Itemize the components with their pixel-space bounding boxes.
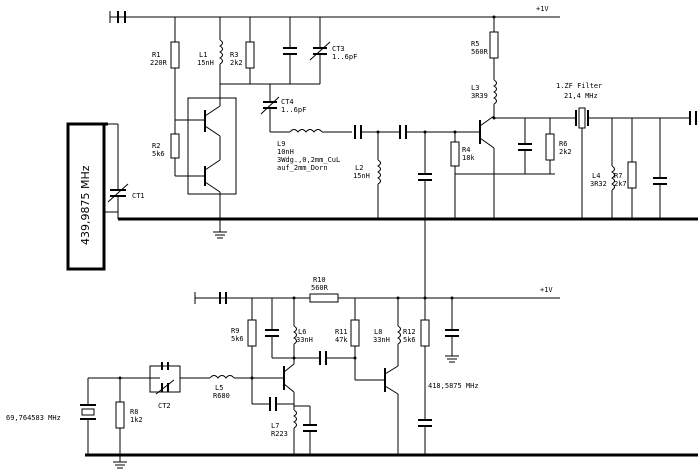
l8-value: 33nH <box>373 336 390 344</box>
mixer-transistor <box>479 115 495 219</box>
l1-ref: L1 <box>199 51 207 59</box>
r5-resistor: R5 560R <box>471 15 499 80</box>
r1-ref: R1 <box>152 51 160 59</box>
r8-resistor: R8 1k2 <box>115 376 143 455</box>
l6-value: 33nH <box>296 336 313 344</box>
r12-resistor: R12 5k6 418,5875 MHz <box>403 296 479 420</box>
ct4-ref: CT4 <box>281 98 294 106</box>
top-supply-label: +1V <box>536 5 549 13</box>
ct4-value: 1..6pF <box>281 106 306 114</box>
r2-value: 5k6 <box>152 150 165 158</box>
r11-resistor: R11 47k <box>335 298 385 381</box>
l9-inductor: L9 10nH 3Wdg.,0,2mm_CuL auf_2mm_Dorn <box>270 129 352 172</box>
l7-inductor: L7 R223 <box>271 404 317 455</box>
l7-ref: L7 <box>271 422 279 430</box>
l5-value: R680 <box>213 392 230 400</box>
resonator-label: 439,9875 MHz <box>79 165 92 245</box>
r3-resistor: R3 2k2 <box>230 17 255 84</box>
top-tank: CT3 1..6pF <box>220 16 357 85</box>
l5-ref: L5 <box>215 384 223 392</box>
output-cap <box>418 419 432 455</box>
r9-ref: R9 <box>231 327 239 335</box>
r4-ref: R4 <box>462 146 470 154</box>
crystal-label: 69,764583 MHz <box>6 414 61 422</box>
r5-ref: R5 <box>471 40 479 48</box>
ct3-value: 1..6pF <box>332 53 357 61</box>
ct3-ref: CT3 <box>332 45 345 53</box>
r8-ref: R8 <box>130 408 138 416</box>
r10-ref: R10 <box>313 276 326 284</box>
l8-inductor: L8 33nH <box>373 296 401 366</box>
r4-value: 18k <box>462 154 475 162</box>
r7-ref: R7 <box>614 172 622 180</box>
emitter-bypass <box>251 378 294 411</box>
oscillator-transistor <box>283 358 295 404</box>
r11-value: 47k <box>335 336 348 344</box>
r2-ref: R2 <box>152 142 160 150</box>
ct1-trimmer: CT1 <box>107 124 145 219</box>
mid-freq-label: 418,5875 MHz <box>428 382 479 390</box>
l7-value: R223 <box>271 430 288 438</box>
l6-inductor: L6 33nH <box>292 296 313 358</box>
if-filter-label-1: 1.ZF Filter <box>556 82 602 90</box>
r4-resistor: R4 18k <box>450 130 475 219</box>
r12-value: 5k6 <box>403 336 416 344</box>
ground-symbol-1 <box>213 231 227 239</box>
bottom-supply-label: +1V <box>540 286 553 294</box>
l3-value: 3R39 <box>471 92 488 100</box>
l5-inductor: L5 R680 <box>209 375 284 400</box>
inter-stage-link <box>418 130 432 300</box>
bottom-supply-rail: +1V <box>194 286 560 304</box>
r10-value: 560R <box>311 284 329 292</box>
ct2-ref: CT2 <box>158 402 171 410</box>
l9-note-1: 3Wdg.,0,2mm_CuL <box>277 156 340 164</box>
r8-value: 1k2 <box>130 416 143 424</box>
ct1-ref: CT1 <box>132 192 145 200</box>
resonator: 439,9875 MHz <box>66 122 118 271</box>
coupling-network-top: L2 15nH <box>353 125 480 219</box>
l6-cap <box>265 298 355 365</box>
l9-value: 10nH <box>277 148 294 156</box>
if-load-network: L4 3R32 R7 2k7 <box>590 111 697 219</box>
r6-ref: R6 <box>559 140 567 148</box>
l3-inductor: L3 3R39 <box>471 79 497 116</box>
r1-resistor: R1 220R <box>150 17 180 100</box>
crystal: 69,764583 MHz <box>6 377 160 455</box>
r11-ref: R11 <box>335 328 348 336</box>
top-supply-rail: +1V <box>109 5 560 23</box>
r6-value: 2k2 <box>559 148 572 156</box>
l1-inductor: L1 15nH <box>197 17 223 100</box>
l1-value: 15nH <box>197 59 214 67</box>
r5-value: 560R <box>471 48 489 56</box>
if-filter: 1.ZF Filter 21,4 MHz <box>556 82 690 219</box>
ground-symbol-2 <box>113 455 127 469</box>
if-output-network: R6 2k2 <box>455 116 576 175</box>
l9-ref: L9 <box>277 140 285 148</box>
buffer-transistor <box>384 365 399 455</box>
r3-ref: R3 <box>230 51 238 59</box>
r9-value: 5k6 <box>231 335 244 343</box>
l2-ref: L2 <box>355 164 363 172</box>
l8-ref: L8 <box>374 328 382 336</box>
l6-ref: L6 <box>298 328 306 336</box>
r3-value: 2k2 <box>230 59 243 67</box>
r7-value: 2k7 <box>614 180 627 188</box>
r2-resistor: R2 5k6 <box>152 100 205 177</box>
l4-value: 3R32 <box>590 180 607 188</box>
l9-note-2: auf_2mm_Dorn <box>277 164 328 172</box>
r1-value: 220R <box>150 59 168 67</box>
l3-ref: L3 <box>471 84 479 92</box>
r10-resistor: R10 560R <box>309 276 339 303</box>
supply-decoupling <box>445 296 459 363</box>
ct4-trimmer: CT4 1..6pF <box>260 84 306 132</box>
r9-resistor: R9 5k6 <box>231 298 257 380</box>
l4-ref: L4 <box>592 172 600 180</box>
l2-value: 15nH <box>353 172 370 180</box>
ct2-trimmer: CT2 <box>149 362 210 410</box>
if-filter-label-2: 21,4 MHz <box>564 92 598 100</box>
cascode-transistor-box <box>175 97 237 232</box>
r12-ref: R12 <box>403 328 416 336</box>
